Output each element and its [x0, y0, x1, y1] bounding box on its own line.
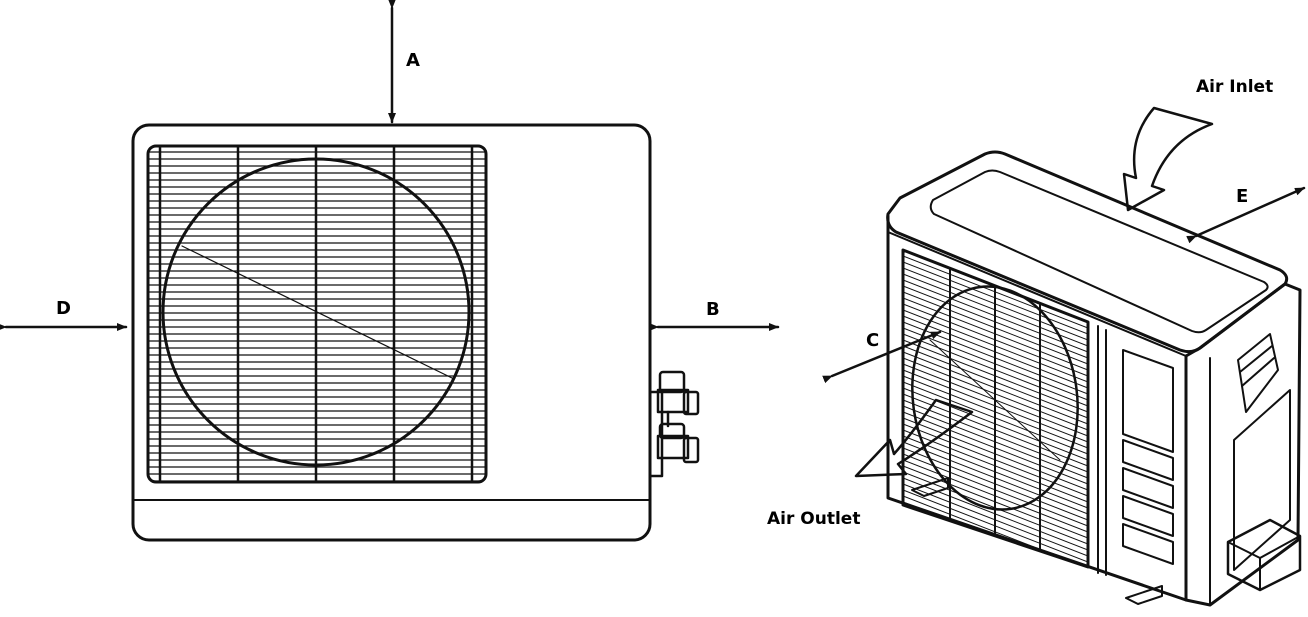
- label-a: A: [406, 50, 420, 71]
- label-e: E: [1236, 186, 1248, 207]
- iso-right-vents: [1233, 333, 1291, 571]
- grille-slat: [903, 549, 1088, 567]
- iso-top-inner-panel: [929, 169, 1269, 334]
- iso-foot-right: [1125, 585, 1163, 605]
- front-view-unit: [131, 123, 700, 542]
- iso-grille-vertical-bars: [949, 267, 1041, 552]
- air-inlet-arrow: [1122, 106, 1214, 212]
- iso-valve-cover: [1226, 518, 1302, 592]
- clearance-arrow-c: [822, 330, 942, 384]
- grille-slat: [903, 555, 1088, 567]
- iso-side-panels: [1122, 349, 1174, 565]
- grille-slat: [903, 531, 1088, 567]
- label-c: C: [866, 330, 879, 351]
- front-grille-vertical-bars: [158, 144, 474, 484]
- label-air-inlet: Air Inlet: [1196, 77, 1273, 97]
- front-fan-blade-line: [181, 245, 453, 379]
- iso-foot-left: [911, 477, 949, 497]
- grille-slat: [903, 543, 1088, 567]
- label-air-outlet: Air Outlet: [767, 509, 860, 529]
- label-d: D: [56, 298, 71, 319]
- isometric-view-unit: [886, 150, 1302, 617]
- grille-slat: [903, 568, 1088, 617]
- service-valves: [648, 370, 700, 478]
- clearance-arrow-e: [1186, 186, 1306, 244]
- grille-slat: [903, 537, 1088, 567]
- front-fan-circle: [161, 157, 471, 467]
- iso-fan-circle: [911, 285, 1079, 511]
- grille-slat: [903, 561, 1088, 567]
- label-b: B: [706, 299, 720, 320]
- air-outlet-arrow: [854, 398, 974, 478]
- front-unit-casing: [131, 123, 652, 542]
